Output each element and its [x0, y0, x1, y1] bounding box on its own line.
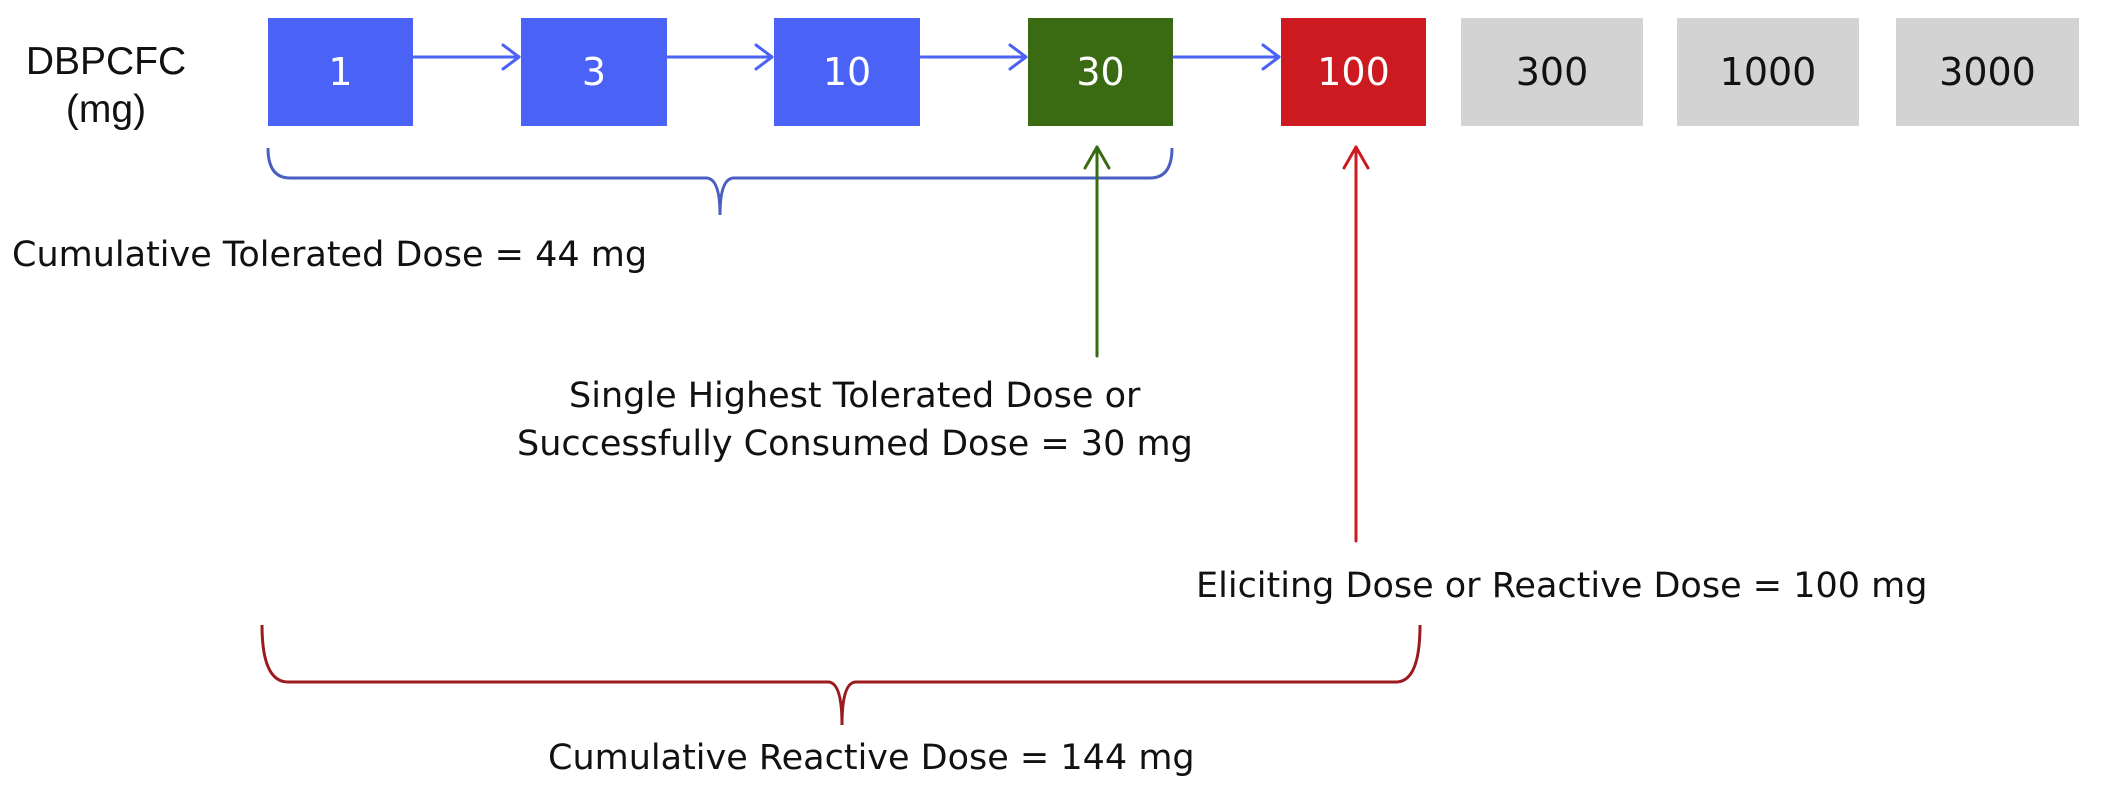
cumulative-tolerated-bracket: [266, 147, 1174, 216]
cumulative-reactive-label: Cumulative Reactive Dose = 144 mg: [548, 738, 1195, 778]
dose-box-3: 3: [521, 18, 667, 126]
dose-box-label: 3: [581, 50, 607, 94]
dose-box-label: 300: [1515, 50, 1589, 94]
single-highest-label-line2: Successfully Consumed Dose = 30 mg: [517, 424, 1193, 464]
eliciting-dose-label: Eliciting Dose or Reactive Dose = 100 mg: [1196, 566, 1928, 606]
dose-box-30: 30: [1028, 18, 1173, 126]
arrow-head-3-to-10: [754, 43, 774, 71]
dose-box-3000: 3000: [1896, 18, 2079, 126]
dose-box-300: 300: [1461, 18, 1643, 126]
dose-box-label: 1000: [1719, 50, 1817, 94]
row-label-line1: DBPCFC: [25, 40, 187, 83]
cumulative-tolerated-label: Cumulative Tolerated Dose = 44 mg: [12, 235, 648, 275]
single-highest-label-line1: Single Highest Tolerated Dose or: [569, 376, 1141, 416]
arrow-head-1-to-3: [501, 43, 521, 71]
dose-box-1000: 1000: [1677, 18, 1859, 126]
arrow-head-30-to-100: [1261, 43, 1281, 71]
row-label: DBPCFC (mg): [6, 38, 206, 134]
dose-box-label: 3000: [1939, 50, 2036, 94]
dose-box-10: 10: [774, 18, 920, 126]
row-label-line2: (mg): [65, 88, 147, 131]
dose-box-100: 100: [1281, 18, 1426, 126]
dose-box-1: 1: [268, 18, 413, 126]
arrow-head-10-to-30: [1008, 43, 1028, 71]
dose-box-label: 30: [1076, 50, 1125, 94]
dose-box-label: 100: [1317, 50, 1390, 94]
dose-box-label: 10: [822, 50, 872, 94]
cumulative-reactive-bracket: [260, 624, 1422, 726]
dose-box-label: 1: [328, 50, 353, 94]
highest-tolerated-arrow-head: [1083, 145, 1111, 170]
eliciting-dose-arrow-head: [1342, 145, 1370, 170]
